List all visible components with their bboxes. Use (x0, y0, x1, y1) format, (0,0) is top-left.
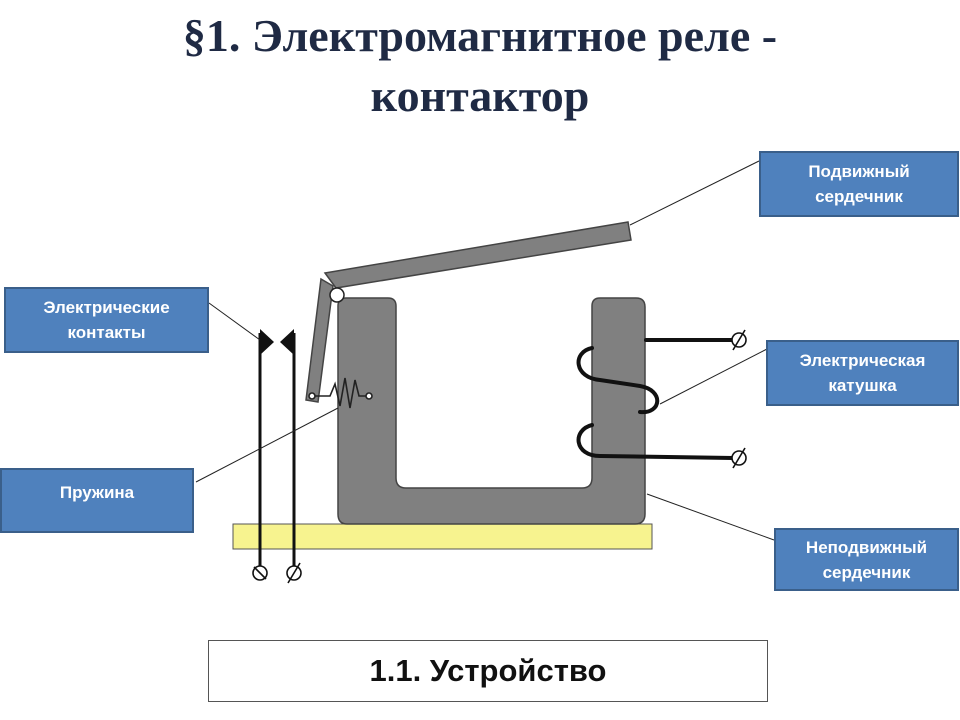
label-coil-line-2: катушка (828, 376, 897, 395)
section-heading: 1.1. Устройство (208, 640, 768, 702)
label-fixed-core-line-2: сердечник (822, 562, 911, 582)
leader-coil (659, 348, 768, 405)
contact-terminal-right (286, 562, 302, 584)
electric-coil (576, 338, 735, 460)
moving-core (323, 221, 632, 289)
label-fixed-core-line-1: Неподвижный (805, 537, 928, 557)
title-line-2: контактор (370, 70, 590, 121)
electric-contacts (258, 329, 296, 566)
page-title: §1. Электромагнитное реле - контактор (0, 6, 960, 126)
base-plate (232, 523, 653, 550)
armature-arm (305, 277, 334, 403)
label-contacts-line-2: контакты (67, 323, 146, 342)
contact-terminal-left (252, 565, 268, 581)
label-spring-line-1: Пружина (59, 483, 135, 502)
pivot-point (329, 287, 345, 303)
coil-terminal-top (731, 329, 747, 351)
label-contacts: Электрические контакты (4, 287, 209, 353)
label-contacts-line-1: Электрические (43, 298, 170, 317)
coil-terminal-bottom (731, 447, 747, 469)
leader-contacts (208, 302, 261, 341)
label-coil-line-1: Электрическая (799, 351, 926, 370)
label-moving-core-line-2: сердечник (815, 187, 903, 206)
leader-fixed-core (646, 493, 775, 541)
label-moving-core-line-1: Подвижный (808, 162, 910, 181)
leader-moving-core (629, 160, 760, 226)
fixed-core (337, 297, 646, 525)
spring (308, 377, 373, 409)
label-moving-core: Подвижный сердечник (759, 151, 959, 217)
leader-spring (195, 407, 339, 483)
label-fixed-core: Неподвижный сердечник (774, 528, 959, 591)
label-spring: Пружина (0, 468, 194, 533)
label-coil: Электрическая катушка (766, 340, 959, 406)
section-heading-text: 1.1. Устройство (369, 653, 607, 688)
title-line-1: §1. Электромагнитное реле - (182, 10, 778, 61)
